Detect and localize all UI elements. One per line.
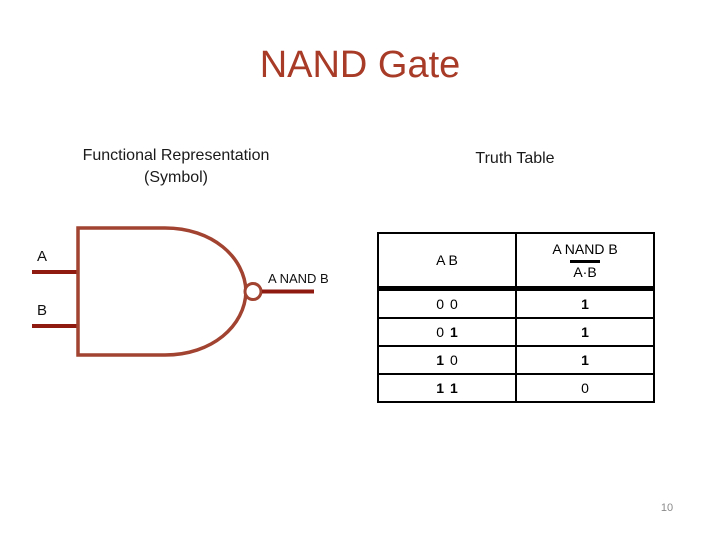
left-section-heading: Functional Representation (Symbol) xyxy=(40,145,312,189)
input-b-value: 1 xyxy=(450,380,458,396)
output-value: 1 xyxy=(581,352,589,368)
input-a-value: 0 xyxy=(436,324,444,340)
truth-table-header-row: A B A NAND B A·B xyxy=(377,232,655,291)
input-a-value: 0 xyxy=(436,296,444,312)
output-value: 1 xyxy=(581,296,589,312)
input-b-value: 1 xyxy=(450,324,458,340)
truth-table-col1-header: A B xyxy=(377,232,517,291)
output-value: 1 xyxy=(581,324,589,340)
left-heading-line1: Functional Representation xyxy=(82,147,270,164)
output-cell: 1 xyxy=(515,287,655,319)
input-b-value: 0 xyxy=(450,352,458,368)
input-b-value: 0 xyxy=(450,296,458,312)
col2-header-title: A NAND B xyxy=(552,240,618,257)
gate-output-label: A NAND B xyxy=(268,271,329,286)
and-gate-body xyxy=(76,226,248,357)
page-number: 10 xyxy=(660,502,674,514)
output-value: 0 xyxy=(581,380,589,396)
input-a-value: 1 xyxy=(436,380,444,396)
slide-title: NAND Gate xyxy=(259,44,461,86)
input-b-label: B xyxy=(37,302,48,319)
input-a-label: A xyxy=(37,248,48,265)
inversion-bubble xyxy=(243,282,263,301)
left-heading-line2: (Symbol) xyxy=(143,169,208,186)
input-a-value: 1 xyxy=(436,352,444,368)
output-cell: 1 xyxy=(515,317,655,347)
col2-header-expression: A·B xyxy=(570,259,600,280)
col2-header-expression-wrap: A·B xyxy=(517,259,653,280)
output-cell: 0 xyxy=(515,373,655,403)
truth-table-col2-header: A NAND B A·B xyxy=(515,232,655,291)
right-section-heading: Truth Table xyxy=(475,150,555,167)
nand-gate-diagram xyxy=(32,226,314,357)
output-cell: 1 xyxy=(515,345,655,375)
